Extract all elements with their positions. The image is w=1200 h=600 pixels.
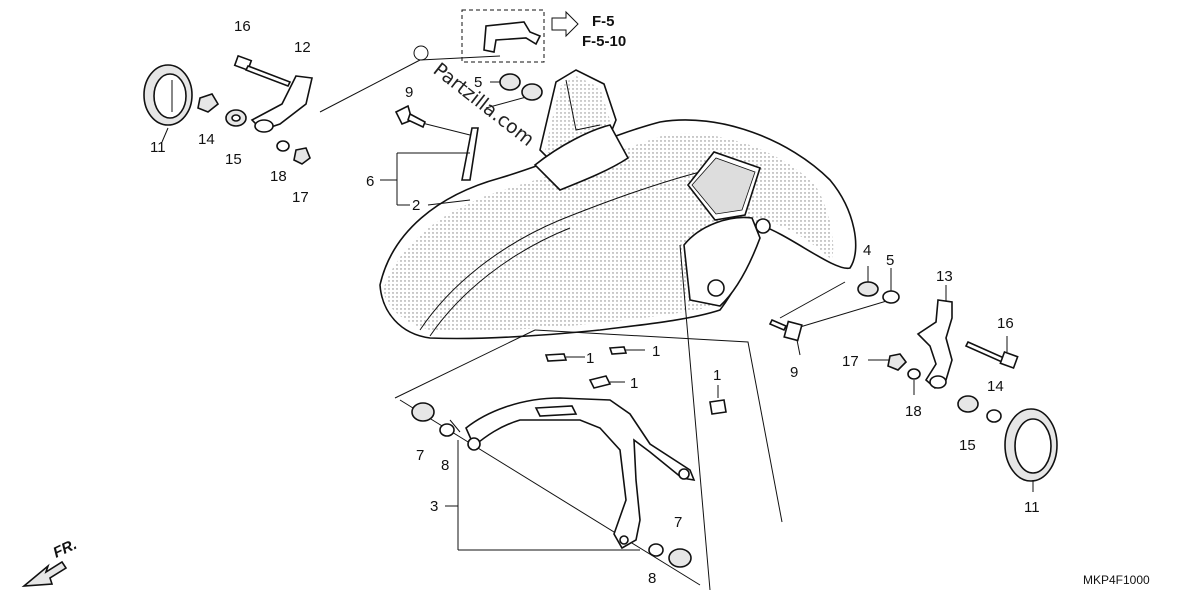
callout-5: 5 xyxy=(474,74,482,91)
watermark: Partzilla.com xyxy=(429,59,538,151)
callout-16: 16 xyxy=(997,315,1014,332)
reference-f-5-10: F-5-10 xyxy=(582,33,626,50)
callout-11: 11 xyxy=(1024,499,1040,516)
callout-15: 15 xyxy=(225,151,242,168)
hardware xyxy=(21,9,1058,587)
callout-17: 17 xyxy=(842,353,859,370)
callout-1: 1 xyxy=(713,367,721,384)
diagram-code: MKP4F1000 xyxy=(1083,573,1150,587)
callout-2: 2 xyxy=(412,197,420,214)
direction-label: FR. xyxy=(51,536,80,562)
callout-14: 14 xyxy=(987,378,1004,395)
callout-1: 1 xyxy=(630,375,638,392)
leader-lines xyxy=(319,55,1008,591)
callout-9: 9 xyxy=(790,364,798,381)
callout-5: 5 xyxy=(886,252,894,269)
callout-7: 7 xyxy=(416,447,424,464)
callout-18: 18 xyxy=(270,168,287,185)
callout-8: 8 xyxy=(441,457,449,474)
callout-3: 3 xyxy=(430,498,438,515)
callout-16: 16 xyxy=(234,18,251,35)
callout-14: 14 xyxy=(198,131,215,148)
callout-15: 15 xyxy=(959,437,976,454)
reference-f-5: F-5 xyxy=(592,13,615,30)
callout-8: 8 xyxy=(648,570,656,587)
callout-1: 1 xyxy=(652,343,660,360)
callout-7: 7 xyxy=(674,514,682,531)
callout-18: 18 xyxy=(905,403,922,420)
callout-13: 13 xyxy=(936,268,953,285)
callout-17: 17 xyxy=(292,189,309,206)
callout-4: 4 xyxy=(863,242,871,259)
callout-11: 11 xyxy=(150,139,166,156)
front-fender xyxy=(379,69,857,340)
callout-6: 6 xyxy=(366,173,374,190)
callout-12: 12 xyxy=(294,39,311,56)
callout-1: 1 xyxy=(586,350,594,367)
callout-9: 9 xyxy=(405,84,413,101)
